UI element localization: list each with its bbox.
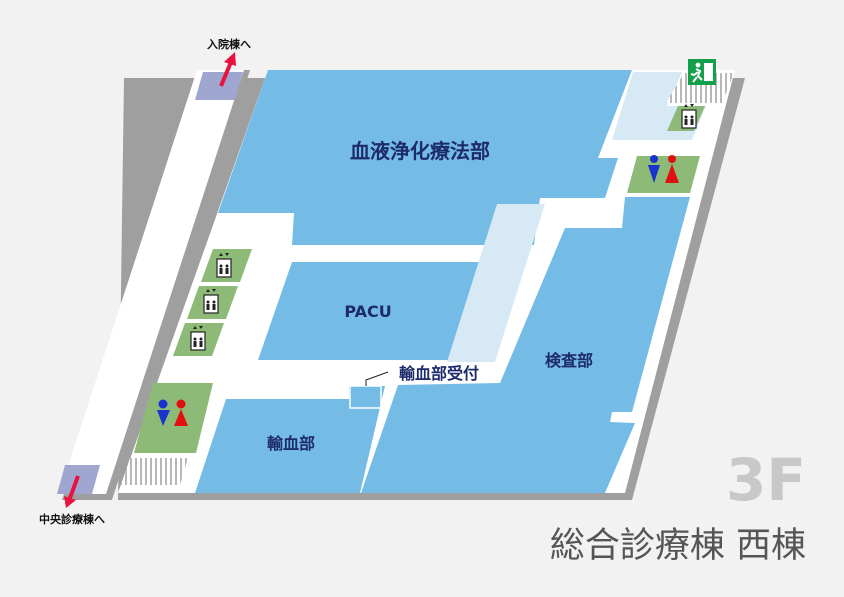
room-light-center [447,204,545,362]
restroom-icon [648,155,679,183]
stairs-southwest[interactable] [121,458,188,485]
arrow-up-icon [219,52,236,87]
west-link-corridor [59,70,244,494]
label-to-inpatient: 入院棟へ [207,37,251,51]
floor-number: 3F [726,446,806,514]
restroom-northeast[interactable] [627,156,700,193]
building-name: 総合診療棟 西棟 [550,526,806,566]
room-dialysis[interactable] [218,70,632,245]
label-transfusion-reception: 輸血部受付 [399,364,479,383]
label-dialysis: 血液浄化療法部 [350,139,490,163]
emergency-exit-icon [688,59,716,85]
arrow-down-icon [64,475,80,508]
restroom-southwest[interactable] [134,383,213,453]
label-pacu: PACU [344,302,391,321]
restroom-icon [157,399,188,426]
room-pacu[interactable] [258,262,481,360]
room-lab[interactable] [361,197,690,493]
label-to-central: 中央診療棟へ [39,512,105,526]
label-lab: 検査部 [545,351,593,370]
stairs-northeast[interactable] [666,73,734,103]
room-transfusion[interactable] [195,386,385,493]
link-inpatient[interactable] [195,72,243,100]
reception-leader-line [365,371,389,386]
label-transfusion: 輸血部 [267,434,315,453]
